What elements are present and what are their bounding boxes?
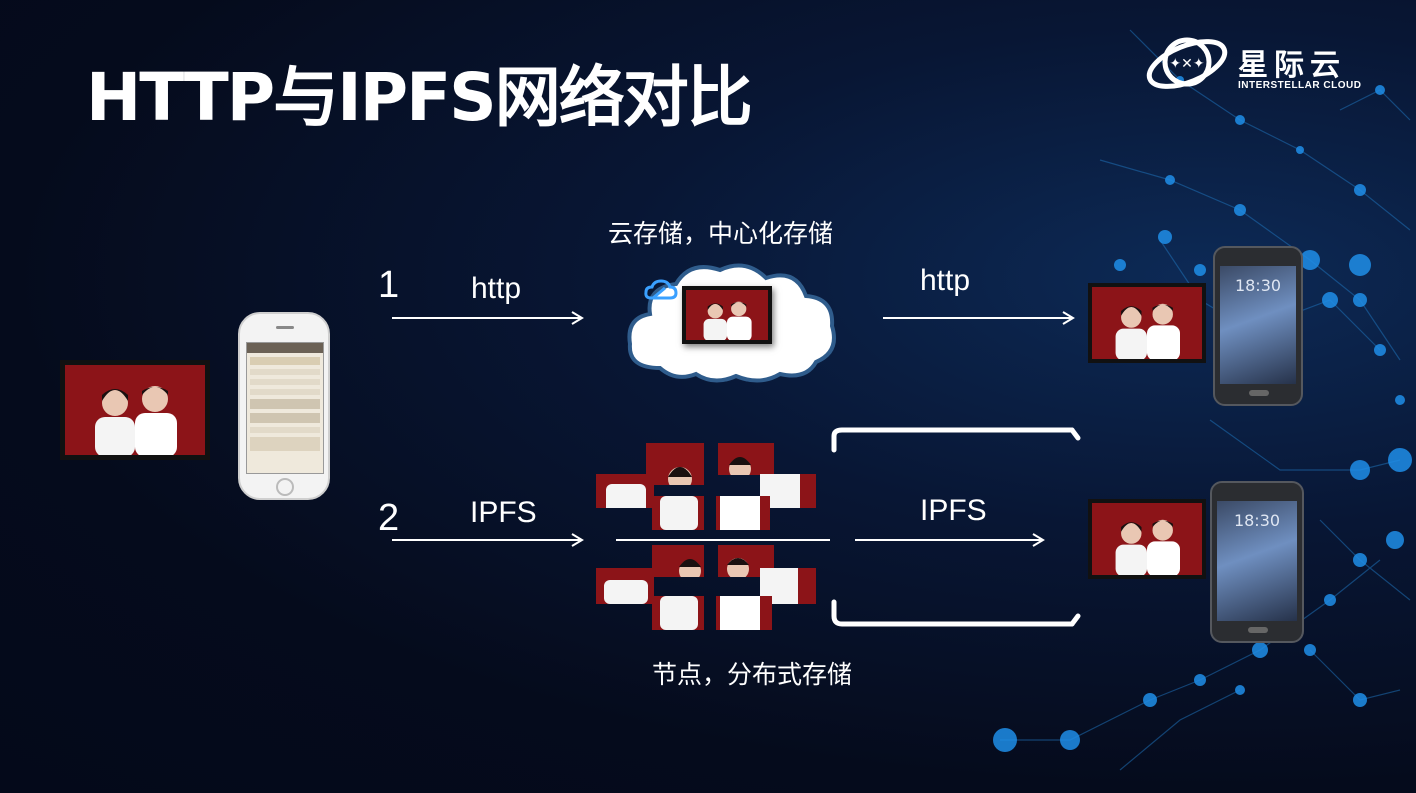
distributed-storage-caption: 节点，分布式存储 [652,660,853,689]
route1-protocol-out: http [920,264,971,297]
phone-home-button [1248,627,1268,633]
photo-fragment [716,596,772,630]
route2-arrow-in [392,533,584,547]
phone-speaker [276,326,294,329]
logo-name: 星际云 [1238,48,1346,83]
route1-dest-photo [1088,283,1206,363]
photo-fragment [718,443,774,475]
source-photo [60,360,210,460]
route2-protocol-in: IPFS [470,496,537,529]
svg-text:✦✕✦: ✦✕✦ [1169,56,1204,72]
photo-fragment [652,545,704,577]
source-phone [238,312,330,500]
cloud-storage-caption: 云存储，中心化存储 [608,219,834,248]
route2-arrow-out [855,533,1045,547]
photo-fragment [716,496,770,530]
couple-photo [686,290,768,340]
photo-fragment [646,443,704,485]
route2-number: 2 [378,497,400,539]
couple-photo [1092,503,1202,575]
page-title: HTTP与IPFS网络对比 [86,59,753,136]
route1-dest-phone: 18:30 [1213,246,1303,406]
phone-home-button [276,478,294,496]
route2-dest-photo [1088,499,1206,579]
phone-clock: 18:30 [1233,511,1281,530]
photo-fragment [652,596,704,630]
photo-fragment [652,496,704,530]
route2-protocol-out: IPFS [920,494,987,527]
route2-lower-bracket-arrow [831,599,1081,627]
interstellar-cloud-logo-icon: ✦✕✦ [1146,37,1228,89]
cloud-photo [682,286,772,344]
photo-fragment [596,474,654,508]
photo-fragment [596,568,654,604]
phone-screen [246,342,324,474]
cloud-service-icon [644,279,678,300]
photo-fragment [760,568,816,604]
phone-home-button [1249,390,1269,396]
phone-screen: 18:30 [1220,266,1296,384]
route1-arrow-out [883,311,1075,325]
couple-photo [65,365,205,455]
phone-screen: 18:30 [1217,501,1297,621]
route2-upper-bracket-arrow [831,427,1081,453]
route1-number: 1 [378,264,400,306]
couple-photo [1092,287,1202,359]
phone-clock: 18:30 [1234,276,1282,295]
route1-protocol-in: http [471,272,522,305]
route2-dest-phone: 18:30 [1210,481,1304,643]
route1-arrow-in [392,311,584,325]
logo-subtitle: INTERSTELLAR CLOUD [1238,80,1362,91]
fragment-divider [616,539,830,541]
